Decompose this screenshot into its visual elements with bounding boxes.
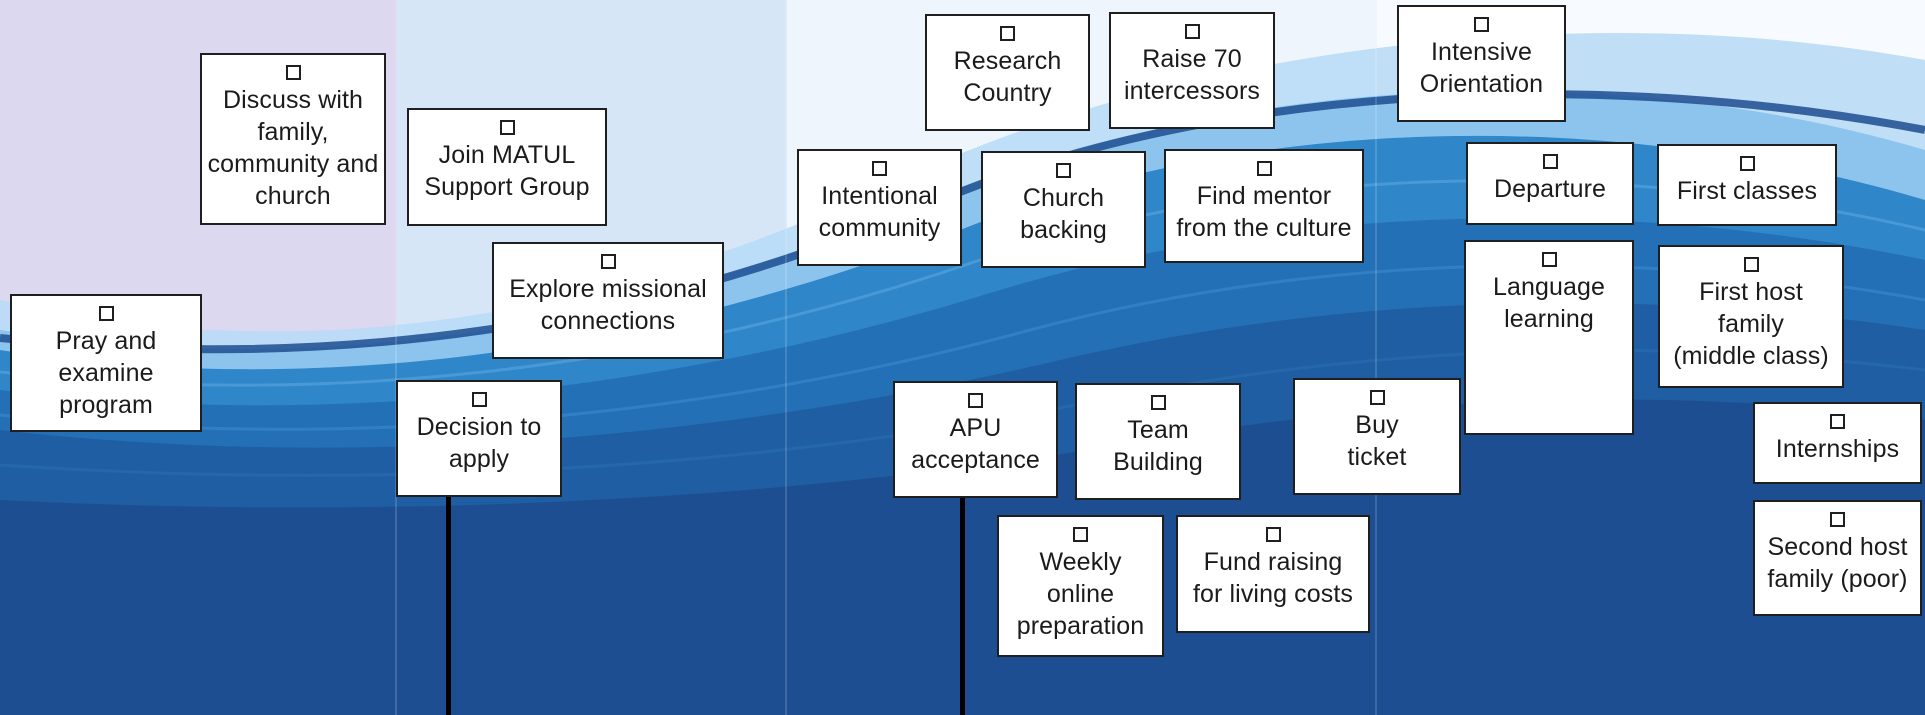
step-language: Language learning [1464, 240, 1634, 435]
empty-checkbox-icon[interactable] [1184, 24, 1200, 39]
step-raise70: Raise 70 intercessors [1109, 12, 1275, 129]
step-label: preparation [1016, 612, 1145, 640]
empty-checkbox-icon[interactable] [1739, 156, 1755, 171]
step-host1: First host family (middle class) [1658, 245, 1844, 388]
step-label: Explore missional [509, 275, 707, 303]
empty-checkbox-icon[interactable] [1265, 527, 1281, 542]
step-label: from the culture [1176, 214, 1352, 242]
empty-checkbox-icon[interactable] [499, 120, 515, 135]
step-explore: Explore missional connections [492, 242, 724, 359]
empty-checkbox-icon[interactable] [1542, 154, 1558, 169]
step-weekly: Weekly online preparation [997, 515, 1164, 657]
step-label: connections [540, 307, 676, 335]
step-label: Discuss with [222, 86, 364, 114]
step-label: ticket [1347, 443, 1407, 471]
step-label: Church [1022, 184, 1105, 212]
step-internships: Internships [1753, 402, 1922, 484]
step-label: apply [448, 445, 510, 473]
empty-checkbox-icon[interactable] [968, 393, 983, 408]
empty-checkbox-icon[interactable] [1830, 414, 1845, 429]
empty-checkbox-icon[interactable] [1073, 527, 1088, 542]
step-label: Buy [1355, 411, 1399, 439]
step-label: family (poor) [1767, 565, 1908, 593]
phase-divider-3 [1375, 0, 1377, 715]
step-label: Departure [1493, 175, 1607, 203]
step-label: family, [257, 118, 329, 146]
step-label: Orientation [1419, 70, 1544, 98]
empty-checkbox-icon[interactable] [1369, 390, 1385, 405]
empty-checkbox-icon[interactable] [1541, 252, 1557, 267]
step-host2: Second host family (poor) [1753, 500, 1922, 616]
step-label: Find mentor [1196, 182, 1332, 210]
step-label: Fund raising [1203, 548, 1343, 576]
step-label: learning [1504, 305, 1594, 333]
empty-checkbox-icon[interactable] [1830, 512, 1845, 527]
step-first-classes: First classes [1657, 144, 1837, 226]
step-label: church [255, 182, 331, 210]
empty-checkbox-icon[interactable] [1000, 26, 1015, 41]
step-label: (middle class) [1673, 342, 1829, 370]
step-label: Raise 70 [1142, 45, 1242, 73]
empty-checkbox-icon[interactable] [1256, 161, 1272, 176]
step-orientation: Intensive Orientation [1397, 5, 1566, 122]
step-team: Team Building [1075, 383, 1241, 500]
step-label: Internships [1775, 435, 1900, 463]
step-label: Language [1492, 273, 1606, 301]
step-label: Team [1127, 416, 1189, 444]
step-label: First classes [1676, 177, 1818, 205]
step-label: backing [1020, 216, 1107, 244]
step-label: Research [953, 47, 1062, 75]
step-decision: Decision to apply [396, 380, 562, 497]
empty-checkbox-icon[interactable] [1056, 163, 1071, 178]
wave-line-3 [0, 264, 1925, 431]
empty-checkbox-icon[interactable] [1150, 395, 1166, 410]
step-label: Decision to [416, 413, 542, 441]
step-label: program [59, 391, 153, 419]
step-label: Weekly [1039, 548, 1122, 576]
empty-checkbox-icon[interactable] [285, 65, 301, 80]
step-join-matul: Join MATUL Support Group [407, 108, 607, 226]
empty-checkbox-icon[interactable] [471, 392, 487, 407]
step-label: Intensive [1431, 38, 1532, 66]
step-discuss: Discuss with family, community and churc… [200, 53, 386, 225]
connector-line-decision [446, 493, 451, 715]
empty-checkbox-icon[interactable] [600, 254, 616, 269]
step-intentional: Intentional community [797, 149, 962, 266]
step-label: Country [963, 79, 1052, 107]
empty-checkbox-icon[interactable] [98, 306, 114, 321]
step-church-backing: Church backing [981, 151, 1146, 268]
step-label: APU [949, 414, 1002, 442]
step-label: community [818, 214, 941, 242]
connector-line-apu [960, 493, 965, 715]
step-label: for living costs [1193, 580, 1353, 608]
step-ticket: Buy ticket [1293, 378, 1461, 495]
step-label: Support Group [424, 173, 590, 201]
step-mentor: Find mentor from the culture [1164, 149, 1364, 263]
step-label: examine [58, 359, 154, 387]
step-label: acceptance [911, 446, 1040, 474]
step-label: Intentional [821, 182, 938, 210]
step-label: Second host [1767, 533, 1908, 561]
step-fund: Fund raising for living costs [1176, 515, 1370, 633]
step-research: Research Country [925, 14, 1090, 131]
phase-divider-2 [785, 0, 787, 715]
empty-checkbox-icon[interactable] [872, 161, 887, 176]
phase-divider-1 [395, 0, 397, 715]
step-label: Building [1113, 448, 1203, 476]
step-label: family [1718, 310, 1784, 338]
step-pray: Pray and examine program [10, 294, 202, 432]
step-label: intercessors [1124, 77, 1260, 105]
step-label: community and [207, 150, 379, 178]
step-label: Pray and [55, 327, 157, 355]
empty-checkbox-icon[interactable] [1474, 17, 1489, 32]
step-label: First host [1699, 278, 1803, 306]
empty-checkbox-icon[interactable] [1743, 257, 1759, 272]
step-label: Join MATUL [438, 141, 576, 169]
step-label: online [1046, 580, 1115, 608]
step-apu: APU acceptance [893, 381, 1058, 498]
step-departure: Departure [1466, 142, 1634, 225]
